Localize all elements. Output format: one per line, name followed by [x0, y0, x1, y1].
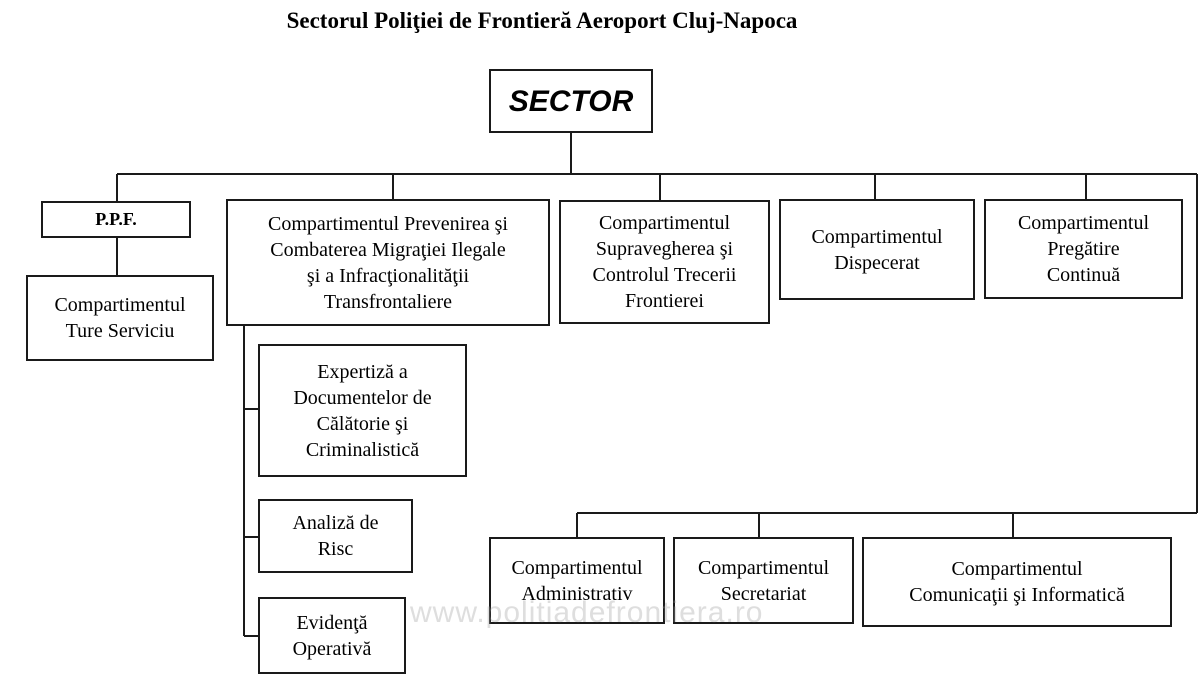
node-label: SECTOR: [508, 84, 634, 118]
node-label: P.P.F.: [95, 208, 137, 229]
node-label: Expertiză a Documentelor de Călătorie şi…: [293, 360, 432, 461]
node-label: Compartimentul Ture Serviciu: [54, 294, 186, 342]
node-analiza-risc: Analiză de Risc: [258, 499, 413, 573]
node-label: Compartimentul Pregătire Continuă: [1017, 212, 1150, 286]
node-label: Compartimentul Supravegherea şi Controlu…: [592, 212, 737, 312]
node-ture-serviciu: Compartimentul Ture Serviciu: [26, 275, 214, 361]
node-comunicatii-informatica: Compartimentul Comunicaţii şi Informatic…: [862, 537, 1172, 627]
node-supraveghere-control: Compartimentul Supravegherea şi Controlu…: [559, 200, 770, 324]
node-ppf: P.P.F.: [41, 201, 191, 238]
node-label: Compartimentul Administrativ: [511, 556, 643, 605]
node-label: Evidenţă Operativă: [292, 611, 372, 660]
node-migratie-ilegala: Compartimentul Prevenirea şi Combaterea …: [226, 199, 550, 326]
node-evidenta-operativa: Evidenţă Operativă: [258, 597, 406, 674]
watermark-text: www.politiadefrontiera.ro: [410, 596, 764, 629]
node-label: Analiză de Risc: [292, 512, 379, 560]
node-label: Compartimentul Comunicaţii şi Informatic…: [909, 558, 1125, 606]
node-sector: SECTOR: [489, 69, 653, 133]
node-label: Compartimentul Dispecerat: [811, 225, 943, 274]
node-label: Compartimentul Secretariat: [697, 556, 830, 605]
node-secretariat: Compartimentul Secretariat: [673, 537, 854, 624]
node-label: Compartimentul Prevenirea şi Combaterea …: [268, 212, 508, 313]
node-pregatire-continua: Compartimentul Pregătire Continuă: [984, 199, 1183, 299]
node-dispecerat: Compartimentul Dispecerat: [779, 199, 975, 300]
node-administrativ: Compartimentul Administrativ: [489, 537, 665, 624]
node-expertiza-documente: Expertiză a Documentelor de Călătorie şi…: [258, 344, 467, 477]
diagram-title: Sectorul Poliţiei de Frontieră Aeroport …: [286, 8, 798, 33]
